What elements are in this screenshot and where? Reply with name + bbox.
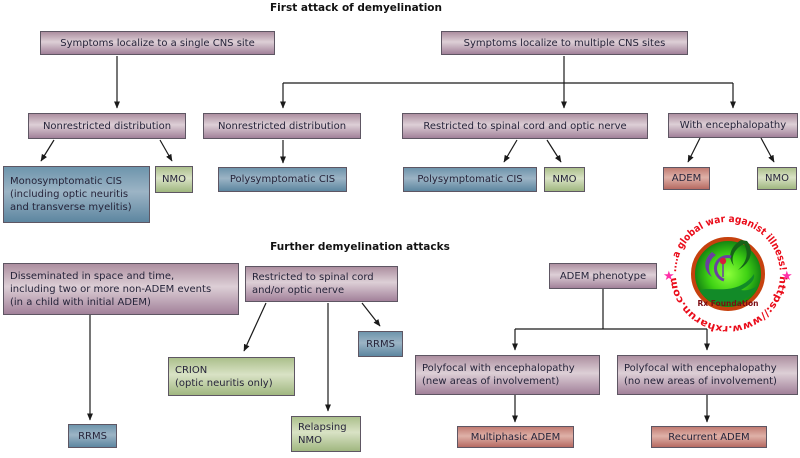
node-rrms-upper: RRMS — [358, 331, 403, 357]
node-recurrent-adem: Recurrent ADEM — [651, 426, 767, 448]
node-polyfocal-new: Polyfocal with encephalopathy (new areas… — [415, 355, 600, 395]
logo-arc-top-text: ....a global war aganist illness! — [668, 214, 788, 272]
node-restricted-cord-or-optic: Restricted to spinal cord and/or optic n… — [245, 266, 398, 302]
logo-swirl-ring-icon — [714, 255, 732, 282]
logo-leaf-icon — [730, 240, 751, 270]
logo-arc-bottom-text: https://www.rxharun.com — [668, 276, 788, 334]
logo-flower-icon — [719, 257, 727, 265]
node-adem: ADEM — [663, 167, 710, 190]
arrow-to-crion — [243, 302, 267, 352]
arrow-to-nmo-1 — [159, 139, 173, 162]
node-symptoms-single-cns: Symptoms localize to a single CNS site — [40, 31, 275, 55]
node-rrms-lower: RRMS — [68, 424, 117, 448]
node-nonrestricted-mid: Nonrestricted distribution — [203, 113, 361, 139]
node-multiphasic-adem: Multiphasic ADEM — [457, 426, 574, 448]
arrow-to-nmo-2 — [546, 139, 562, 163]
arrow-to-nmo-3 — [760, 137, 775, 163]
node-restricted-cord-optic: Restricted to spinal cord and optic nerv… — [402, 113, 648, 139]
node-symptoms-multiple-cns: Symptoms localize to multiple CNS sites — [441, 31, 688, 55]
node-crion: CRION (optic neuritis only) — [168, 357, 295, 396]
section-title-first-attack: First attack of demyelination — [270, 2, 442, 14]
node-relapsing-nmo: Relapsing NMO — [291, 416, 361, 452]
arrow-to-adem — [687, 137, 701, 163]
node-polyfocal-no-new: Polyfocal with encephalopathy (no new ar… — [617, 355, 798, 395]
logo-swirl-icon — [705, 252, 716, 277]
node-polysymptomatic-cis-2: Polysymptomatic CIS — [403, 167, 537, 192]
logo-hand-icon — [700, 274, 757, 304]
node-monosymptomatic-cis: Monosymptomatic CIS (including optic neu… — [3, 166, 150, 223]
logo-arc-top-textpath: ....a global war aganist illness! — [668, 214, 788, 272]
logo-arc-bottom-textpath: https://www.rxharun.com — [668, 276, 788, 334]
logo-green-disc — [691, 237, 765, 311]
arrow-to-poly-cis-2 — [503, 139, 518, 163]
node-nonrestricted-left: Nonrestricted distribution — [28, 113, 186, 139]
logo-star-left-icon: ★ — [663, 269, 675, 284]
node-polysymptomatic-cis-1: Polysymptomatic CIS — [218, 167, 347, 192]
node-nmo-3: NMO — [757, 167, 797, 190]
node-nmo-1: NMO — [155, 166, 193, 193]
node-disseminated: Disseminated in space and time, includin… — [3, 263, 239, 315]
node-with-encephalopathy: With encephalopathy — [668, 113, 798, 138]
arrow-to-rrms-upper — [361, 302, 381, 327]
arrow-to-mono-cis — [40, 139, 55, 162]
node-adem-phenotype: ADEM phenotype — [549, 263, 657, 289]
logo-foundation-text: Rx Foundation — [698, 299, 759, 308]
node-nmo-2: NMO — [544, 167, 585, 192]
section-title-further-attacks: Further demyelination attacks — [270, 241, 450, 253]
logo-star-right-icon: ★ — [781, 269, 793, 284]
